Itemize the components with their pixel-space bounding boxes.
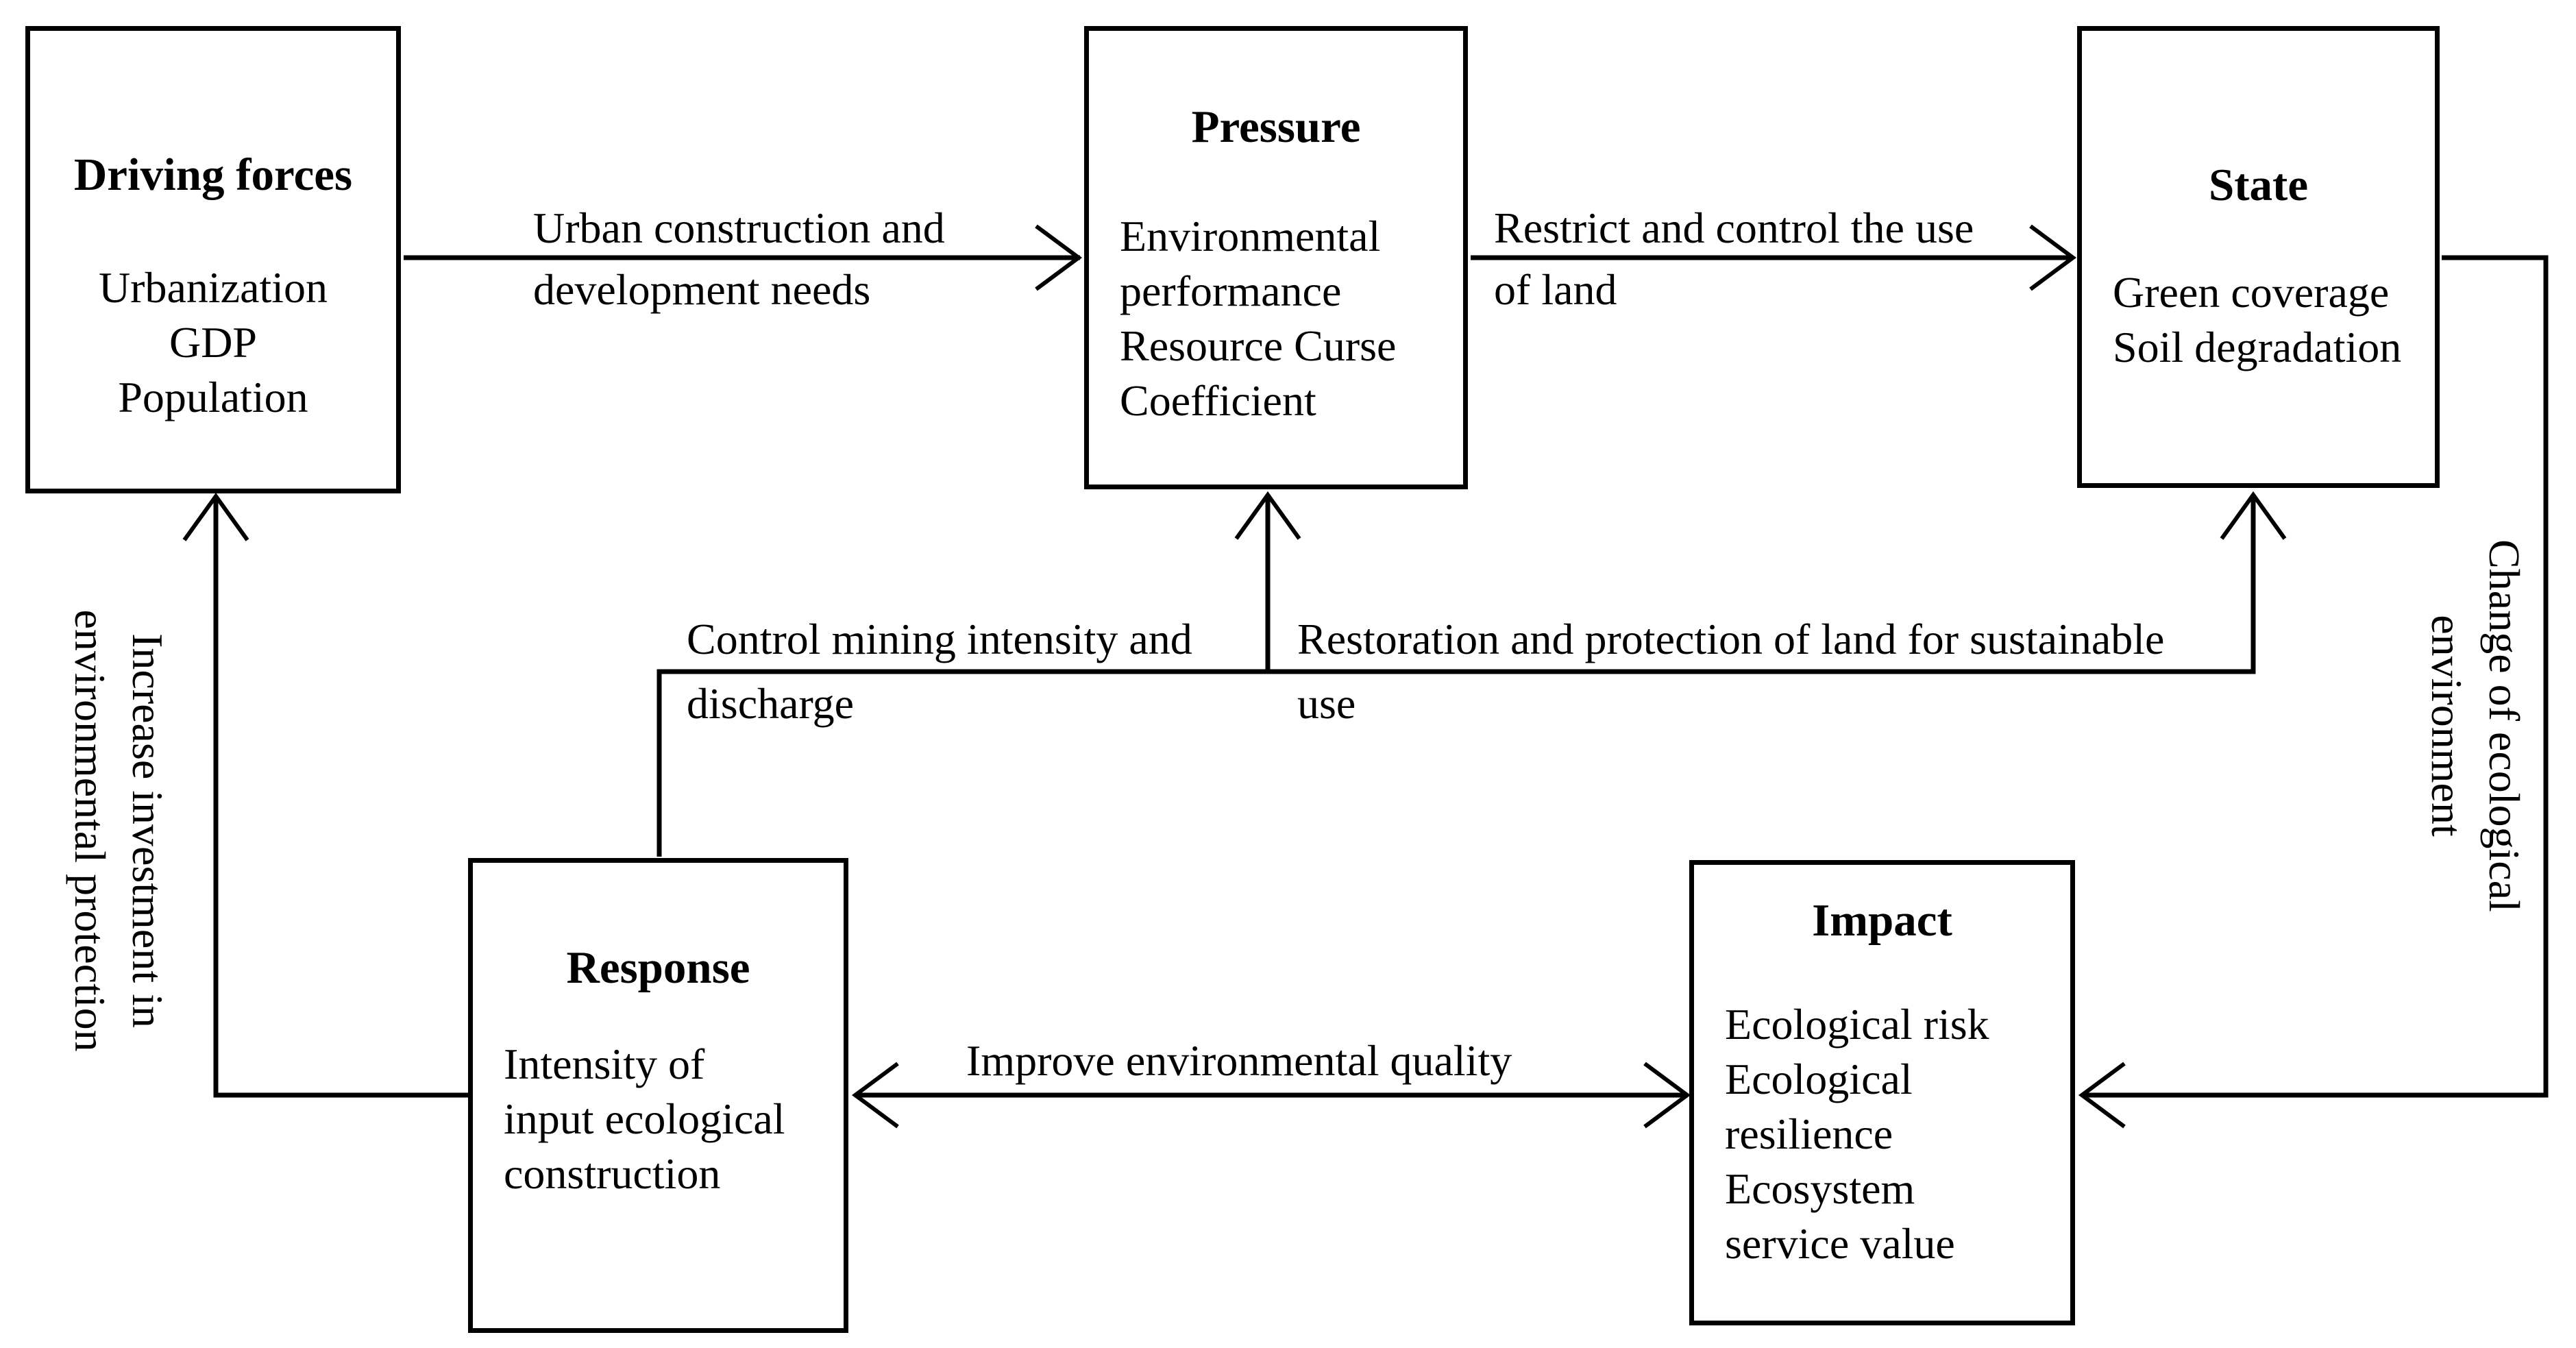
edge-label-state-to-impact: Change of ecological environment bbox=[2418, 539, 2533, 912]
box-line: input ecological bbox=[504, 1094, 785, 1143]
edge-label-line: Restoration and protection of land for s… bbox=[1297, 615, 2165, 663]
arrowhead-up-pressure bbox=[1234, 491, 1301, 540]
edge-label-pressure-to-state: Restrict and control the use of land bbox=[1494, 197, 1974, 321]
edge-label-line: Restrict and control the use bbox=[1494, 204, 1974, 252]
edge-label-response-to-driving: Increase investment in environmental pro… bbox=[61, 609, 176, 1051]
box-title-state: State bbox=[2208, 160, 2309, 210]
edge-label-line: environment bbox=[2422, 615, 2471, 837]
box-line: Resource Curse bbox=[1120, 321, 1397, 370]
edge-label-driving-to-pressure: Urban construction and development needs bbox=[533, 197, 945, 321]
box-title-response: Response bbox=[566, 942, 750, 993]
box-line: construction bbox=[504, 1149, 721, 1198]
box-title-impact: Impact bbox=[1812, 895, 1952, 946]
box-body-impact: Ecological risk Ecological resilience Ec… bbox=[1694, 997, 2070, 1271]
box-line: Ecological risk bbox=[1725, 1000, 1989, 1049]
box-body-driving-forces: Urbanization GDP Population bbox=[30, 260, 396, 425]
edge-label-line: environmental protection bbox=[66, 609, 114, 1052]
box-line: Soil degradation bbox=[2113, 323, 2402, 371]
arrowhead-left-impact bbox=[2078, 1062, 2126, 1129]
box-line: Coefficient bbox=[1120, 376, 1316, 425]
edge-label-line: Urban construction and bbox=[533, 204, 945, 252]
box-title-pressure: Pressure bbox=[1191, 101, 1361, 152]
box-state: State Green coverage Soil degradation bbox=[2077, 26, 2440, 488]
box-line: performance bbox=[1120, 267, 1342, 315]
arrowhead-up-driving bbox=[182, 492, 249, 541]
box-driving-forces: Driving forces Urbanization GDP Populati… bbox=[25, 26, 401, 493]
box-line: GDP bbox=[169, 318, 258, 367]
edge-label-line: Change of ecological bbox=[2480, 539, 2529, 912]
edge-label-line: Improve environmental quality bbox=[966, 1036, 1512, 1085]
edge-label-line: Increase investment in bbox=[123, 633, 172, 1028]
box-pressure: Pressure Environmental performance Resou… bbox=[1084, 26, 1468, 489]
box-line: resilience bbox=[1725, 1110, 1893, 1158]
box-title-driving-forces: Driving forces bbox=[73, 149, 353, 200]
edge-label-line: of land bbox=[1494, 265, 1617, 314]
box-impact: Impact Ecological risk Ecological resili… bbox=[1689, 860, 2075, 1325]
arrowhead-right-impact bbox=[1643, 1062, 1691, 1129]
box-body-state: Green coverage Soil degradation bbox=[2082, 265, 2435, 375]
edge-label-impact-to-response: Improve environmental quality bbox=[966, 1028, 1512, 1094]
box-line: Environmental bbox=[1120, 212, 1381, 260]
arrowhead-up-state bbox=[2220, 491, 2287, 540]
connector-response-to-driving bbox=[213, 499, 471, 1098]
edge-label-line: use bbox=[1297, 679, 1356, 728]
edge-label-line: discharge bbox=[687, 679, 855, 728]
arrowhead-right-pressure bbox=[1035, 224, 1083, 291]
box-line: Urbanization bbox=[98, 263, 328, 312]
arrowhead-right-state bbox=[2029, 224, 2077, 291]
box-response: Response Intensity of input ecological c… bbox=[468, 858, 848, 1333]
box-line: Green coverage bbox=[2113, 268, 2390, 317]
box-body-response: Intensity of input ecological constructi… bbox=[473, 1037, 844, 1201]
connector-state-to-impact bbox=[2083, 255, 2549, 1098]
edge-label-response-to-pressure: Control mining intensity and discharge bbox=[687, 607, 1192, 736]
box-line: Ecological bbox=[1725, 1055, 1913, 1103]
box-line: Intensity of bbox=[504, 1040, 705, 1088]
edge-label-line: development needs bbox=[533, 265, 871, 314]
connector-response-trunk bbox=[657, 496, 2256, 857]
box-body-pressure: Environmental performance Resource Curse… bbox=[1089, 209, 1463, 428]
box-line: service value bbox=[1725, 1219, 1955, 1268]
arrowhead-left-response bbox=[851, 1062, 899, 1129]
box-line: Population bbox=[118, 373, 308, 421]
edge-label-response-to-state: Restoration and protection of land for s… bbox=[1297, 607, 2164, 736]
edge-label-line: Control mining intensity and bbox=[687, 615, 1192, 663]
box-line: Ecosystem bbox=[1725, 1164, 1915, 1213]
